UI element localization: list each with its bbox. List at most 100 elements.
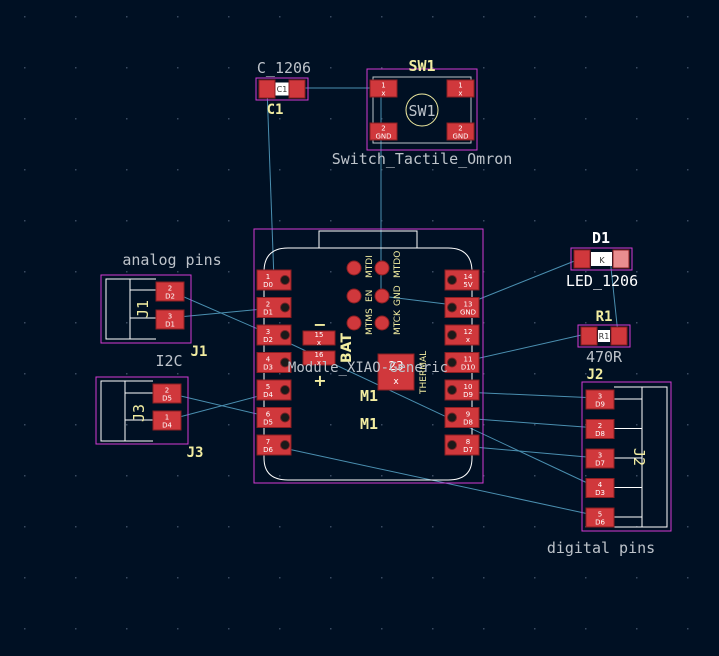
j2-courtyard bbox=[581, 381, 672, 532]
grid-dot bbox=[330, 577, 332, 579]
d1-pad-1[interactable] bbox=[573, 249, 591, 269]
m1-bat-pad-15-number: 15 bbox=[315, 331, 324, 339]
m1-pad-9-hole bbox=[447, 412, 457, 423]
j3-pad-1[interactable] bbox=[152, 383, 182, 404]
thermal-label: THERMAL bbox=[419, 351, 429, 395]
sw1-pad-1[interactable] bbox=[369, 79, 398, 98]
m1-pad-5[interactable] bbox=[256, 379, 292, 401]
j2-pad-1[interactable] bbox=[585, 389, 615, 410]
grid-dot bbox=[126, 220, 128, 222]
m1-pad-23-thermal[interactable] bbox=[377, 353, 415, 391]
j3-pad-1-number: 2 bbox=[165, 387, 169, 395]
m1-bat-pad-16[interactable] bbox=[302, 350, 336, 366]
m1-pad-5-net: D4 bbox=[263, 391, 273, 399]
m1-pad-4[interactable] bbox=[256, 352, 292, 373]
grid-dot bbox=[534, 424, 536, 426]
m1-pad-mtck[interactable] bbox=[374, 315, 390, 331]
m1-pad-mtdo[interactable] bbox=[374, 260, 390, 276]
grid-dot bbox=[687, 526, 689, 528]
footprint-r1[interactable]: R1 R1 470R bbox=[577, 309, 631, 366]
sw1-pad-3[interactable] bbox=[369, 122, 398, 141]
grid-dot bbox=[687, 322, 689, 324]
m1-bat-pad-15[interactable] bbox=[302, 330, 336, 346]
m1-pad-7[interactable] bbox=[256, 434, 292, 456]
sw1-pad-1-number: 1 bbox=[381, 82, 385, 90]
grid-dot bbox=[381, 628, 383, 630]
d1-pad-2[interactable] bbox=[612, 249, 630, 269]
m1-pad-3[interactable] bbox=[256, 324, 292, 346]
j2-pad-2[interactable] bbox=[585, 419, 615, 439]
m1-pad-11[interactable] bbox=[444, 352, 480, 373]
j2-pad-5-number: 5 bbox=[598, 511, 602, 519]
grid-dot bbox=[75, 67, 77, 69]
m1-pad-12[interactable] bbox=[444, 324, 480, 346]
m1-pad-mtms[interactable] bbox=[346, 315, 362, 331]
grid-dot bbox=[585, 220, 587, 222]
m1-pad-2-number: 2 bbox=[266, 301, 270, 309]
sw1-center-label: SW1 bbox=[408, 102, 435, 120]
grid-dot bbox=[687, 16, 689, 18]
en-label: EN bbox=[365, 290, 375, 302]
r1-body bbox=[598, 330, 610, 342]
m1-bat-pad-16-number: 16 bbox=[315, 351, 324, 359]
j3-pad-1-net: D5 bbox=[162, 395, 172, 403]
grid-dot bbox=[483, 475, 485, 477]
grid-dot bbox=[381, 577, 383, 579]
m1-courtyard bbox=[253, 228, 484, 484]
j1-pad-2-number: 3 bbox=[168, 313, 172, 321]
c1-pad-1[interactable] bbox=[258, 79, 276, 99]
bat-plus: + bbox=[313, 371, 326, 390]
m1-pad-9[interactable] bbox=[444, 407, 480, 428]
grid-dot bbox=[24, 526, 26, 528]
grid-dot bbox=[432, 16, 434, 18]
m1-pad-10-net: D9 bbox=[463, 391, 473, 399]
j2-pad-3[interactable] bbox=[585, 448, 615, 469]
m1-pad-6-number: 6 bbox=[266, 411, 271, 419]
c1-pad-2[interactable] bbox=[288, 79, 306, 99]
m1-pad-gnd[interactable] bbox=[374, 288, 390, 304]
m1-pad-8-hole bbox=[447, 440, 457, 450]
r1-pad-1[interactable] bbox=[580, 326, 598, 346]
m1-pad-14[interactable] bbox=[444, 269, 480, 291]
j2-pad-5[interactable] bbox=[585, 507, 615, 528]
grid-dot bbox=[483, 577, 485, 579]
m1-pad-13[interactable] bbox=[444, 297, 480, 318]
m1-pad-7-net: D6 bbox=[263, 446, 273, 454]
sw1-pad-4[interactable] bbox=[446, 122, 475, 141]
j1-pad-2[interactable] bbox=[155, 309, 185, 330]
gnd-label: GND bbox=[393, 285, 403, 306]
grid-dot bbox=[432, 118, 434, 120]
d1-ref: D1 bbox=[592, 229, 610, 247]
sw1-pad-4-net: GND bbox=[452, 133, 468, 141]
m1-pad-mtdi[interactable] bbox=[346, 260, 362, 276]
m1-pad-2[interactable] bbox=[256, 297, 292, 318]
footprint-d1[interactable]: K D1 LED_1206 bbox=[566, 229, 638, 290]
grid-dot bbox=[24, 271, 26, 273]
grid-dot bbox=[381, 526, 383, 528]
r1-pad-2[interactable] bbox=[610, 326, 628, 346]
grid-dot bbox=[126, 118, 128, 120]
j2-pad-4[interactable] bbox=[585, 478, 615, 498]
m1-pad-8[interactable] bbox=[444, 434, 480, 456]
m1-pad-1[interactable] bbox=[256, 269, 292, 291]
grid-dot bbox=[483, 424, 485, 426]
j1-pad-1[interactable] bbox=[155, 281, 185, 302]
grid-dot bbox=[636, 373, 638, 375]
sw1-pad-2[interactable] bbox=[446, 79, 475, 98]
m1-pad-6[interactable] bbox=[256, 407, 292, 428]
j3-pad-2[interactable] bbox=[152, 410, 182, 431]
m1-ref: M1 bbox=[360, 387, 378, 405]
m1-pad-10[interactable] bbox=[444, 379, 480, 401]
j2-pad-1-net: D9 bbox=[595, 401, 605, 409]
pad23-number: 23 bbox=[388, 359, 403, 373]
grid-dot bbox=[75, 16, 77, 18]
footprint-sw1[interactable]: SW1 SW1 Switch_Tactile_Omron 1x1x2GND2GN… bbox=[332, 57, 513, 168]
grid-dot bbox=[687, 475, 689, 477]
m1-pad-en[interactable] bbox=[346, 288, 362, 304]
footprint-c1[interactable]: C1 C_1206 C1 bbox=[255, 59, 311, 118]
